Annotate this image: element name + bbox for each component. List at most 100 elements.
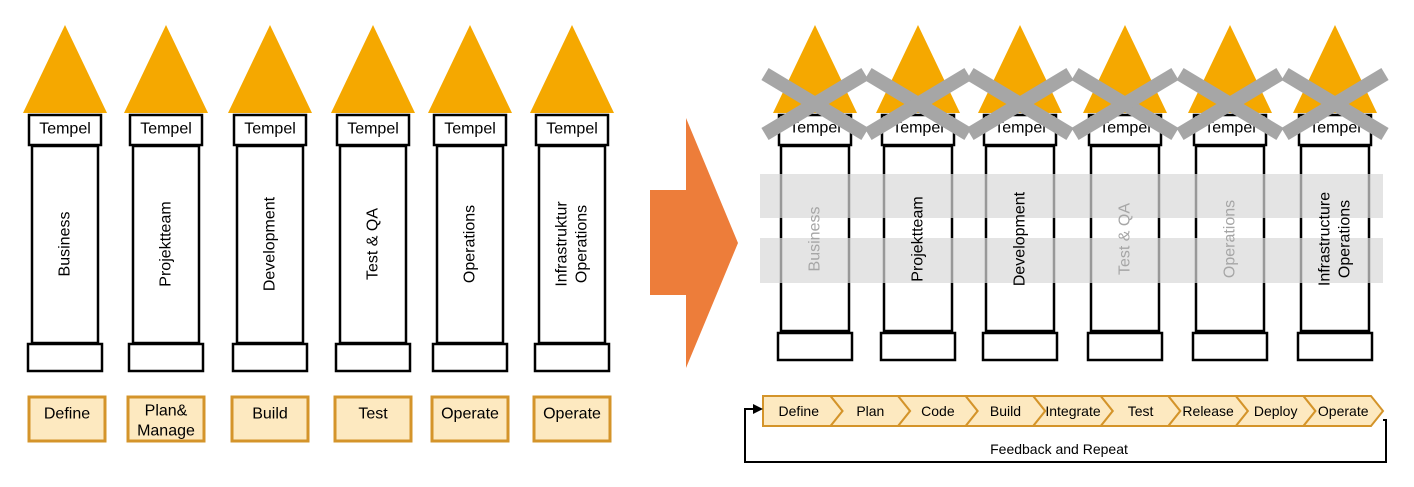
pillar-label-line: Infrastructure [1317,192,1334,286]
capital-label: Tempel [892,120,944,137]
right-pillar-label-4: Test & QA [1117,203,1134,275]
right-pillar-label-5: Operations [1222,200,1239,278]
capital-label: Tempel [347,121,399,138]
phase-label: Operate [441,406,499,423]
pipeline-step-7: Release [1166,395,1250,427]
base-box [127,342,205,373]
pipeline-step-5: Integrate [1031,395,1115,427]
left-phase-2: Plan&Manage [126,395,206,443]
base-box [981,331,1059,362]
cross-stroke [966,67,1074,141]
pillar-label-line: Projektteam [910,196,927,281]
pillar-shaft [131,144,201,345]
phase-box [230,395,310,443]
capital-label: Tempel [1099,120,1151,137]
pillar-label: Projektteam [158,201,175,286]
pillar-label-line: Operations [1222,200,1239,278]
roof-triangle [428,25,512,113]
cross-out-1 [761,67,869,141]
phase-label: Manage [137,423,195,440]
pipeline-step-9: Operate [1301,395,1385,427]
phase-label: Test [358,406,388,423]
base-box [334,342,412,373]
pipeline-step-1: Define [762,395,844,427]
pipeline-label: Release [1182,403,1234,419]
capital-label: Tempel [546,121,598,138]
capital-label: Tempel [1309,120,1361,137]
left-phase-1: Define [27,395,107,443]
transition-arrow [650,118,738,368]
feedback-loop-line [744,408,1387,463]
pillar-label-line: Operations [574,205,591,283]
roof-triangle [530,25,614,113]
pillar-label-line: Projektteam [158,201,175,286]
pillar-shaft [537,144,607,345]
phase-box [430,395,510,443]
capital-label: Tempel [789,120,841,137]
pipeline-label: Code [921,403,955,419]
phase-box [532,395,612,443]
pipeline-label: Test [1128,403,1154,419]
cross-out-5 [1176,67,1284,141]
left-phase-3: Build [230,395,310,443]
right-pillar-label-1: Business [807,207,824,272]
pillar-label: Business [57,212,74,277]
pillar-label-line: Development [262,196,279,291]
pipeline-step-6: Test [1098,395,1182,427]
pillar-label: Test & QA [365,208,382,280]
pillar-label-line: Test & QA [1117,203,1134,275]
pillar-label-line: Business [57,212,74,277]
pipeline-step-4: Build [963,395,1047,427]
cross-out-3 [966,67,1074,141]
pillar-shaft [235,144,305,345]
cross-stroke [1281,67,1389,141]
left-phase-5: Operate [430,395,510,443]
base-box [879,331,957,362]
capital-label: Tempel [39,121,91,138]
pillar-shaft [30,144,100,345]
roof-triangle [23,25,107,113]
capital-label: Tempel [140,121,192,138]
feedback-label: Feedback and Repeat [990,441,1128,457]
cross-out-6 [1281,67,1389,141]
pipeline-label: Deploy [1254,403,1298,419]
pillar-label: Development [262,196,279,291]
left-phase-4: Test [333,395,413,443]
cross-stroke [864,67,972,141]
capital-label: Tempel [1204,120,1256,137]
pipeline-step-2: Plan [828,395,912,427]
phase-box [333,395,413,443]
phase-box [126,395,206,443]
capital-label: Tempel [444,121,496,138]
right-pillar-label-2: Projektteam [910,196,927,281]
pipeline-label: Operate [1318,403,1369,419]
phase-label: Operate [543,406,601,423]
base-box [1191,331,1269,362]
left-phase-6: Operate [532,395,612,443]
feedback-arrowhead [753,404,763,414]
pipeline-step-8: Deploy [1233,395,1317,427]
pillar-label-line: Operations [1337,200,1354,278]
base-box [776,331,854,362]
cross-out-2 [864,67,972,141]
phase-label: Define [44,406,90,423]
pillar-label-line: Operations [462,205,479,283]
base-box [1086,331,1164,362]
roof-triangle [331,25,415,113]
chevron [1301,395,1385,427]
roof-triangle [124,25,208,113]
cross-stroke [1176,67,1284,141]
collaboration-band-upper [760,174,1383,218]
base-box [431,342,509,373]
phase-label: Build [252,406,288,423]
base-box [26,342,104,373]
cross-stroke [1071,67,1179,141]
pillar-label-line: Test & QA [365,208,382,280]
right-pillar-label-3: Development [1012,191,1029,286]
